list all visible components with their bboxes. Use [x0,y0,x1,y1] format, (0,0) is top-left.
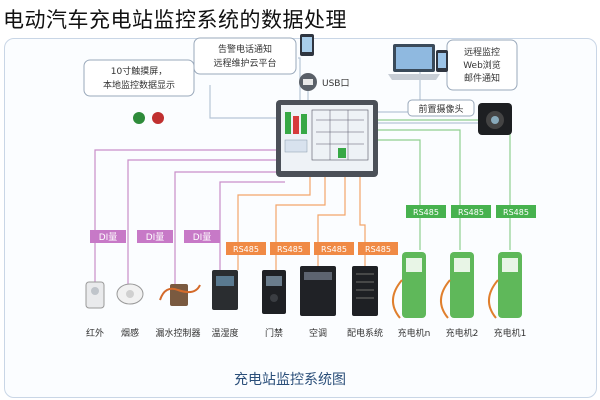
link-touchscreen [209,85,285,119]
callout-cloud-line1: 告警电话通知 [218,43,272,55]
red-light-icon [152,112,164,124]
device-power-distribution-icon [352,266,378,316]
di-line-smoke [127,159,285,285]
usb-label: USB口 [322,79,349,89]
rs485-tag-1-text: RS485 [233,245,259,254]
device-label-0: 红外 [86,327,104,339]
rs485-line-charger-n [375,139,421,250]
di-tag-1-text: DI量 [99,232,118,243]
diagram-caption: 充电站监控系统图 [234,372,346,388]
device-label-6: 配电系统 [347,327,383,339]
device-label-3: 温湿度 [211,327,238,339]
rs485-line-charger-2 [375,129,461,250]
rs485-tag-4-text: RS485 [365,245,391,254]
device-label-8: 充电机2 [446,327,479,339]
rs485-green-tag-1-text: RS485 [413,208,439,217]
di-line-temp [219,181,285,285]
di-line-leak [174,171,285,285]
page-title: 电动汽车充电站监控系统的数据处理 [3,8,347,32]
di-tag-3-text: DI量 [193,232,212,243]
rs485-orange-tags: RS485 RS485 RS485 RS485 [226,242,398,255]
callout-touchscreen: 10寸触摸屏， 本地监控数据显示 [83,59,195,97]
callout-web-line2: Web浏览 [463,59,501,71]
callout-touchscreen-line2: 本地监控数据显示 [103,79,175,91]
signal-lights [133,112,164,124]
device-leak-controller-icon [159,284,201,306]
rs485-tag-3-text: RS485 [321,245,347,254]
rs485-green-tags: RS485 RS485 RS485 [406,205,536,218]
rs485-line-ac [317,177,346,270]
di-line-infrared [94,149,285,285]
rs485-green-tag-2 [451,205,491,218]
link-cloud [298,57,301,108]
rs485-tag-1 [226,242,266,255]
rs485-green-tag-1 [406,205,446,218]
rs485-line-temp [237,177,311,270]
callout-web: 远程监控 Web浏览 邮件通知 [446,39,518,91]
device-access-control-icon [262,270,286,314]
di-tag-2 [137,230,173,243]
callout-web-line1: 远程监控 [464,46,500,58]
di-tag-1 [90,230,126,243]
usb-icon [299,73,317,91]
rs485-tag-3 [314,242,354,255]
device-label-5: 空调 [309,327,327,339]
device-label-4: 门禁 [265,327,283,339]
mobile-phone-icon [300,34,314,56]
callout-cloud-line2: 远程维护云平台 [213,57,276,69]
connection-lines [94,57,511,285]
callout-web-line3: 邮件通知 [464,72,500,84]
rs485-green-tag-3-text: RS485 [503,208,529,217]
di-tag-2-text: DI量 [146,232,165,243]
rs485-green-tag-2-text: RS485 [458,208,484,217]
device-label-7: 充电机n [398,327,431,339]
di-tags: DI量 DI量 DI量 [90,230,220,243]
device-smoke-detector-icon [116,283,144,305]
callout-camera-text: 前置摄像头 [418,103,463,115]
device-labels: 红外 烟感 漏水控制器 温湿度 门禁 空调 配电系统 充电机n 充电机2 充电机… [86,327,526,339]
di-tag-3 [184,230,220,243]
rs485-line-power [359,177,366,270]
device-charger-2-icon [440,252,474,319]
laptop-icon [388,44,440,80]
device-charger-n-icon [392,252,426,319]
device-temp-humidity-icon [212,270,238,310]
device-charger-1-icon [488,252,522,319]
phone-icon [436,50,448,72]
camera-icon [478,103,512,135]
rs485-green-tag-3 [496,205,536,218]
rs485-tag-2 [270,242,310,255]
device-infrared-sensor-icon [85,281,105,309]
callout-touchscreen-line1: 10寸触摸屏， [111,65,167,77]
device-label-9: 充电机1 [494,327,527,339]
central-monitor [276,100,378,177]
device-air-conditioner-icon [300,266,336,316]
green-light-icon [133,112,145,124]
rs485-tag-4 [358,242,398,255]
device-label-1: 烟感 [121,327,139,339]
callout-camera: 前置摄像头 [407,99,475,117]
rs485-tag-2-text: RS485 [277,245,303,254]
rs485-line-door [275,177,326,270]
callout-cloud: 告警电话通知 远程维护云平台 [193,37,297,75]
device-label-2: 漏水控制器 [155,327,200,339]
